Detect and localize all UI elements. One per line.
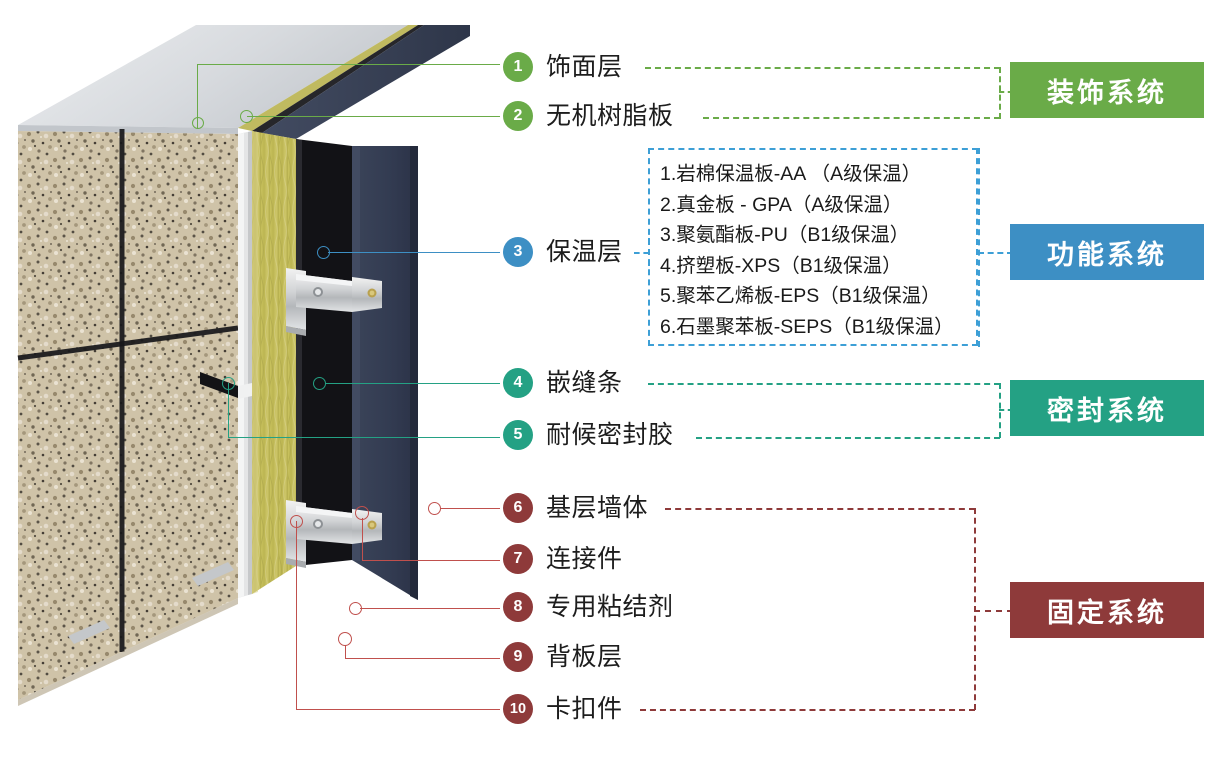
callout-1-label: 饰面层 <box>546 52 623 81</box>
bracket-functional-left-tick <box>648 238 650 266</box>
callout-5-label: 耐候密封胶 <box>546 420 674 449</box>
leader-5-horizontal <box>228 437 500 438</box>
system-banner-sealing[interactable]: 密封系统 <box>1010 380 1204 436</box>
insulation-option-1: 1.岩棉保温板-AA （A级保温） <box>660 163 922 185</box>
leader-10-target-ring <box>290 515 303 528</box>
leader-7-horizontal <box>362 560 500 561</box>
callout-7-label: 连接件 <box>546 544 623 573</box>
callout-2-number: 2 <box>503 101 533 131</box>
callout-7[interactable]: 7 连接件 <box>503 544 623 574</box>
insulation-option-2: 2.真金板 - GPA（A级保温） <box>660 193 903 216</box>
layer-top-faces <box>18 25 470 139</box>
leader-9-target-ring <box>338 632 352 646</box>
clip-pieces <box>68 562 234 644</box>
insulation-layer <box>252 131 296 594</box>
leader-5-target-ring <box>222 377 235 390</box>
leader-1-horizontal <box>197 64 500 65</box>
bracket-functional-leader <box>634 252 649 254</box>
leader-5-vertical <box>228 383 229 438</box>
leader-3-horizontal <box>328 252 500 253</box>
leader-4-target-ring <box>313 377 326 390</box>
leader-9-horizontal <box>345 658 500 659</box>
system-banner-functional[interactable]: 功能系统 <box>1010 224 1204 280</box>
bracket-fixing-spine <box>974 508 976 710</box>
callout-3[interactable]: 3 保温层 <box>503 237 623 267</box>
leader-1-vertical <box>197 64 198 129</box>
adhesive-layer <box>296 139 352 566</box>
callout-8-number: 8 <box>503 592 533 622</box>
bracket-sealing-bottom <box>696 437 1000 439</box>
callout-4-number: 4 <box>503 368 533 398</box>
leader-6-target-ring <box>428 502 441 515</box>
leader-2-target-ring <box>240 110 253 123</box>
leader-8-target-ring <box>349 602 362 615</box>
insulation-option-6: 6.石墨聚苯板-SEPS（B1级保温） <box>660 315 954 338</box>
bracket-decorative-spine <box>999 67 1001 119</box>
bracket-functional-stub <box>978 252 1013 254</box>
leader-8-horizontal <box>360 608 500 609</box>
leader-1-target-ring <box>192 117 204 129</box>
system-banner-decorative-label: 装饰系统 <box>1047 77 1167 108</box>
callout-1-number: 1 <box>503 52 533 82</box>
bracket-decorative-top <box>645 67 1000 69</box>
leader-3-target-ring <box>317 246 330 259</box>
bracket-decorative-bottom <box>703 117 1000 119</box>
system-banner-fixing-label: 固定系统 <box>1047 597 1167 628</box>
connector-bracket-upper <box>286 268 382 336</box>
bracket-sealing-stub <box>999 409 1013 411</box>
resin-board-edge <box>238 131 252 598</box>
insulation-option-3: 3.聚氨酯板-PU（B1级保温） <box>660 224 910 246</box>
wall-cutaway-illustration <box>17 25 470 706</box>
insulation-options-box: 1.岩棉保温板-AA （A级保温） 2.真金板 - GPA（A级保温） 3.聚氨… <box>648 148 978 346</box>
callout-10-label: 卡扣件 <box>546 694 623 723</box>
callout-8[interactable]: 8 专用粘结剂 <box>503 592 674 622</box>
bracket-fixing-stub <box>974 610 1013 612</box>
system-banner-sealing-label: 密封系统 <box>1047 395 1167 426</box>
callout-5[interactable]: 5 耐候密封胶 <box>503 420 674 450</box>
leader-4-horizontal <box>325 383 500 384</box>
system-banner-fixing[interactable]: 固定系统 <box>1010 582 1204 638</box>
callout-6-label: 基层墙体 <box>546 493 649 522</box>
system-banner-decorative[interactable]: 装饰系统 <box>1010 62 1204 118</box>
callout-3-number: 3 <box>503 237 533 267</box>
callout-1[interactable]: 1 饰面层 <box>503 52 623 82</box>
bracket-decorative-stub <box>999 91 1013 93</box>
leader-7-vertical <box>362 518 363 561</box>
insulation-option-5: 5.聚苯乙烯板-EPS（B1级保温） <box>660 285 941 307</box>
callout-4[interactable]: 4 嵌缝条 <box>503 368 623 398</box>
callout-10-number: 10 <box>503 694 533 724</box>
callout-2[interactable]: 2 无机树脂板 <box>503 101 674 131</box>
callout-8-label: 专用粘结剂 <box>546 592 674 621</box>
leader-6-horizontal <box>440 508 500 509</box>
leader-10-vertical <box>296 521 297 710</box>
callout-9-number: 9 <box>503 642 533 672</box>
callout-6-number: 6 <box>503 493 533 523</box>
callout-4-label: 嵌缝条 <box>546 368 623 397</box>
callout-10[interactable]: 10 卡扣件 <box>503 694 623 724</box>
finish-panel-face <box>17 129 239 706</box>
bracket-fixing-bottom <box>640 709 975 711</box>
callout-9-label: 背板层 <box>546 642 623 671</box>
base-wall <box>352 146 418 600</box>
connector-bracket-lower <box>286 500 382 568</box>
callout-6[interactable]: 6 基层墙体 <box>503 493 648 523</box>
callout-2-label: 无机树脂板 <box>546 101 674 130</box>
leader-7-target-ring <box>355 506 369 520</box>
bracket-fixing-top <box>665 508 975 510</box>
leader-10-horizontal <box>296 709 500 710</box>
callout-3-label: 保温层 <box>546 237 623 266</box>
bracket-functional-spine <box>978 148 980 347</box>
insulation-option-4: 4.挤塑板-XPS（B1级保温） <box>660 254 902 277</box>
leader-9-vertical <box>345 645 346 659</box>
bracket-sealing-top <box>648 383 1000 385</box>
system-banner-functional-label: 功能系统 <box>1047 239 1167 270</box>
callout-7-number: 7 <box>503 544 533 574</box>
callout-9[interactable]: 9 背板层 <box>503 642 623 672</box>
callout-5-number: 5 <box>503 420 533 450</box>
leader-2-horizontal <box>247 116 500 117</box>
